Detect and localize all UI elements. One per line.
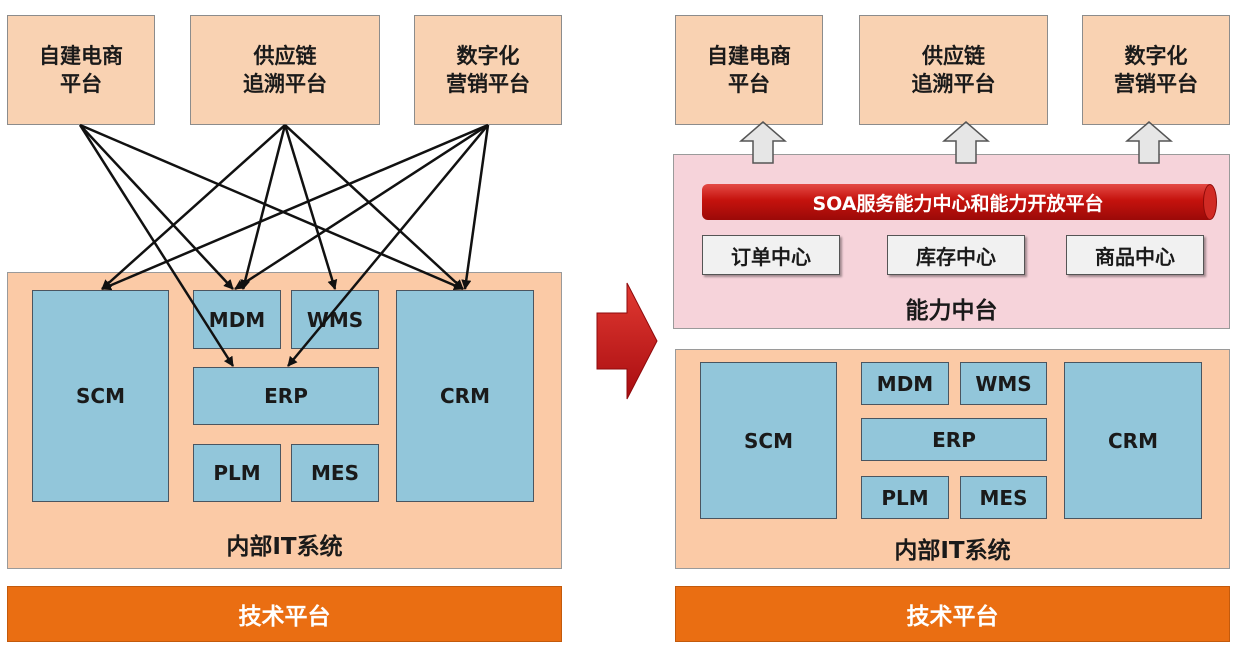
arrow-marketing-mdm <box>234 123 489 291</box>
arrow-marketing-crm <box>461 124 490 290</box>
right-app-marketing: 数字化 营销平台 <box>1082 15 1230 125</box>
right-erp-box: ERP <box>861 418 1047 461</box>
arrow-up-icon <box>1124 121 1174 164</box>
left-scm-box: SCM <box>32 290 169 502</box>
left-tech-platform: 技术平台 <box>7 586 562 642</box>
arrow-marketing-scm <box>101 123 489 291</box>
arrow-supply-mdm <box>240 124 287 290</box>
arrow-up-icon <box>941 121 991 164</box>
left-app-marketing: 数字化 营销平台 <box>414 15 562 125</box>
left-mdm-box: MDM <box>193 290 281 349</box>
right-tech-platform: 技术平台 <box>675 586 1230 642</box>
right-plm-box: PLM <box>861 476 949 519</box>
right-scm-box: SCM <box>700 362 837 519</box>
arrow-up-icon <box>738 121 788 164</box>
arrow-supply-scm <box>101 124 286 290</box>
right-wms-box: WMS <box>960 362 1047 405</box>
right-app-ecommerce: 自建电商 平台 <box>675 15 823 125</box>
right-internal-it-label: 内部IT系统 <box>894 538 1011 564</box>
right-crm-box: CRM <box>1064 362 1202 519</box>
arrow-supply-crm <box>284 124 464 290</box>
arrow-ecommerce-mdm <box>79 124 234 290</box>
left-app-supply-chain: 供应链 追溯平台 <box>190 15 380 125</box>
left-erp-box: ERP <box>193 367 379 425</box>
order-center: 订单中心 <box>702 235 840 275</box>
left-mes-box: MES <box>291 444 379 502</box>
arrow-ecommerce-erp <box>78 124 235 367</box>
left-internal-it-label: 内部IT系统 <box>226 534 343 560</box>
left-plm-box: PLM <box>193 444 281 502</box>
capability-middle-label: 能力中台 <box>905 298 998 324</box>
left-crm-box: CRM <box>396 290 534 502</box>
arrow-marketing-erp <box>287 124 489 367</box>
product-center: 商品中心 <box>1066 235 1204 275</box>
left-app-ecommerce: 自建电商 平台 <box>7 15 155 125</box>
left-wms-box: WMS <box>291 290 379 349</box>
inventory-center: 库存中心 <box>887 235 1025 275</box>
right-mes-box: MES <box>960 476 1047 519</box>
arrow-ecommerce-crm <box>79 123 464 291</box>
arrow-supply-wms <box>283 124 338 290</box>
soa-pipe-end-cap <box>1203 184 1217 220</box>
right-mdm-box: MDM <box>861 362 949 405</box>
right-app-supply-chain: 供应链 追溯平台 <box>859 15 1048 125</box>
soa-service-pipe: SOA服务能力中心和能力开放平台 <box>702 184 1214 220</box>
